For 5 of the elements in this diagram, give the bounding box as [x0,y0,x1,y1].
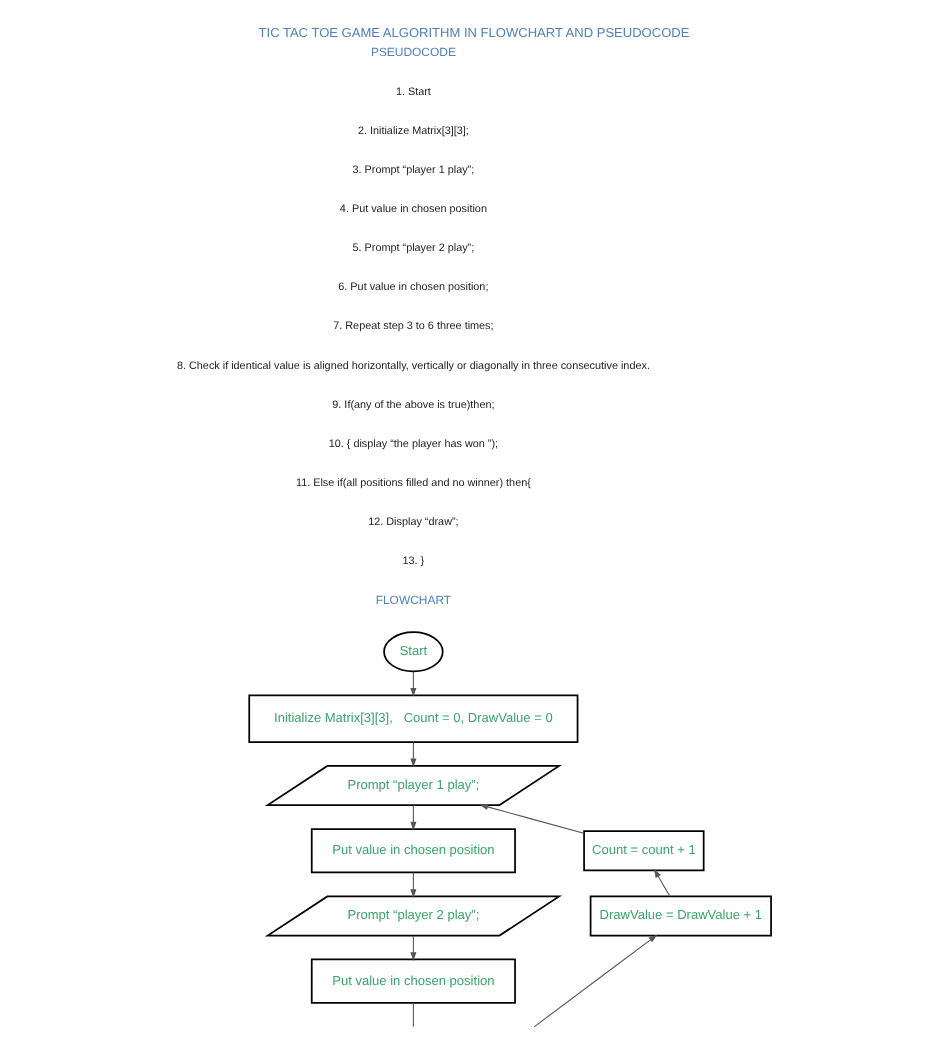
arrow [653,868,671,896]
arrow [410,803,417,830]
arrow [479,803,585,833]
connector [412,1001,414,1027]
arrow [533,933,658,1027]
